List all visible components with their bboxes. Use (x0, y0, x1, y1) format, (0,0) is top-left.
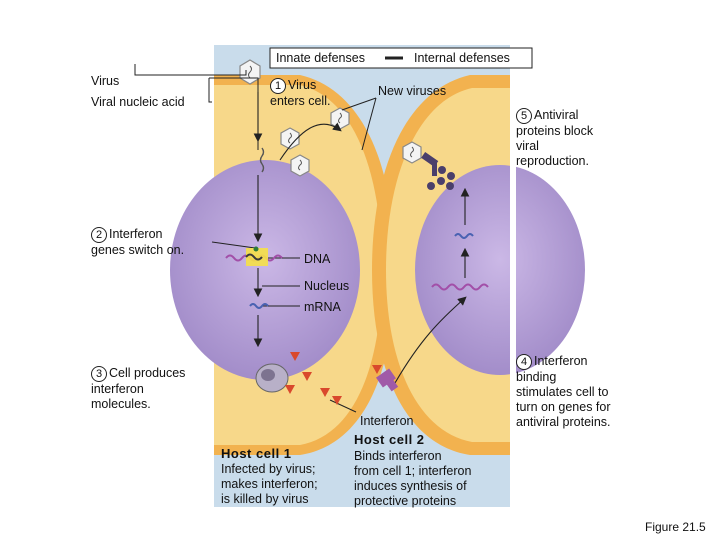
step-4-number: 4 (516, 354, 532, 370)
step-4-text: Interferon binding stimulates cell to tu… (516, 354, 611, 429)
dna-strand-cell-2 (431, 283, 489, 291)
label-interferon: Interferon (360, 414, 414, 428)
label-viral-nucleic-acid: Viral nucleic acid (91, 95, 185, 109)
step-5-number: 5 (516, 108, 532, 124)
viral-nucleic-acid (259, 147, 265, 173)
mrna-cell-2 (454, 233, 474, 239)
host-cell-2 (372, 45, 585, 507)
host-cell-1 (170, 75, 395, 455)
interferon-molecule (320, 388, 330, 397)
host-cell-2-title: Host cell 2 (354, 432, 425, 447)
interferon-molecule (285, 385, 295, 394)
interferon-molecule (302, 372, 312, 381)
step-5-text: Antiviral proteins block viral reproduct… (516, 108, 594, 168)
step-2-text: Interferon genes switch on. (91, 227, 185, 257)
label-dna: DNA (304, 252, 331, 266)
viral-nucleic-acid-pointer (208, 78, 212, 103)
ribosome (255, 363, 289, 393)
label-new-viruses: New viruses (378, 84, 447, 98)
nucleus-cell-1 (170, 160, 360, 380)
interferon-molecule (290, 352, 300, 361)
host-cell-2-desc: Binds interferon from cell 1; interferon… (354, 449, 472, 508)
legend-internal: Internal defenses (414, 51, 510, 65)
step-3-text: Cell produces interferon molecules. (91, 366, 186, 411)
step-1-number: 1 (270, 78, 286, 94)
interferon-receptor (376, 368, 399, 392)
label-nucleus: Nucleus (304, 279, 350, 293)
interferon-molecule (332, 396, 342, 405)
step-1-text: Virus enters cell. (270, 78, 331, 108)
label-mrna: mRNA (304, 300, 341, 314)
interferon-molecule (372, 365, 382, 374)
step-3-number: 3 (91, 366, 107, 382)
mrna-cell-1 (249, 303, 269, 309)
nucleus-cell-2 (415, 165, 585, 375)
antiviral-proteins (421, 151, 455, 190)
legend-innate: Innate defenses (276, 51, 365, 65)
figure-label: Figure 21.5 (645, 520, 706, 534)
host-cell-1-title: Host cell 1 (221, 446, 292, 461)
step-2-number: 2 (91, 227, 107, 243)
label-virus: Virus (91, 74, 120, 88)
virus-pointer (134, 64, 247, 76)
host-cell-1-desc: Infected by virus; makes interferon; is … (221, 462, 318, 506)
